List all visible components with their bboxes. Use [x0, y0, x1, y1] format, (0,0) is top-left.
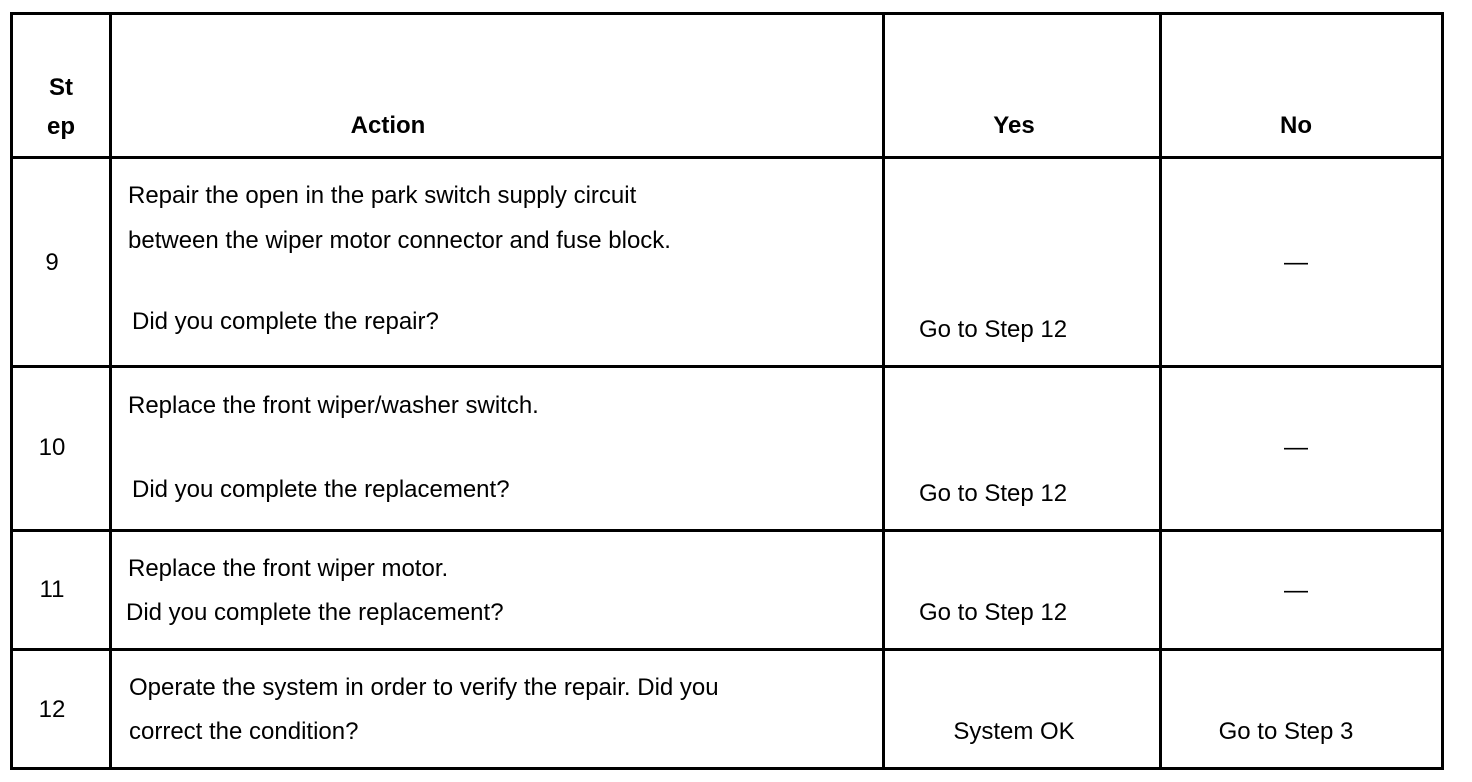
- step-number: 10: [38, 434, 66, 461]
- no-result: —: [1284, 434, 1308, 461]
- column-divider: [882, 12, 885, 770]
- no-result: Go to Step 3: [1218, 718, 1354, 745]
- action-question: Did you complete the replacement?: [126, 599, 504, 626]
- header-no: No: [1280, 112, 1312, 139]
- no-result: —: [1284, 249, 1308, 276]
- action-question: Did you complete the replacement?: [132, 476, 510, 503]
- header-divider: [10, 156, 1444, 159]
- column-divider: [1159, 12, 1162, 770]
- action-text: Replace the front wiper/washer switch.: [128, 392, 539, 419]
- row-divider: [10, 529, 1444, 532]
- step-number: 12: [38, 696, 66, 723]
- header-yes: Yes: [993, 112, 1035, 139]
- column-divider: [109, 12, 112, 770]
- table-border-left: [10, 12, 13, 770]
- step-number: 9: [45, 249, 59, 276]
- action-text: Repair the open in the park switch suppl…: [128, 182, 637, 209]
- diagnostic-table: St ep Action Yes No 9 Repair the open in…: [10, 12, 1444, 770]
- no-result: —: [1284, 577, 1308, 604]
- yes-result: Go to Step 12: [919, 599, 1068, 626]
- table-border-right: [1441, 12, 1444, 770]
- table-border-bottom: [10, 767, 1444, 770]
- action-text: between the wiper motor connector and fu…: [128, 227, 671, 254]
- header-step-line2: ep: [46, 113, 75, 140]
- action-text: Replace the front wiper motor.: [128, 555, 449, 582]
- yes-result: System OK: [953, 718, 1075, 745]
- yes-result: Go to Step 12: [919, 480, 1068, 507]
- step-number: 11: [39, 576, 65, 603]
- action-text: Operate the system in order to verify th…: [129, 674, 719, 701]
- row-divider: [10, 365, 1444, 368]
- action-question: Did you complete the repair?: [132, 308, 439, 335]
- table-border-top: [10, 12, 1444, 15]
- row-divider: [10, 648, 1444, 651]
- yes-result: Go to Step 12: [919, 316, 1068, 343]
- header-action: Action: [350, 112, 426, 139]
- header-step-line1: St: [49, 74, 73, 101]
- action-text: correct the condition?: [129, 718, 359, 745]
